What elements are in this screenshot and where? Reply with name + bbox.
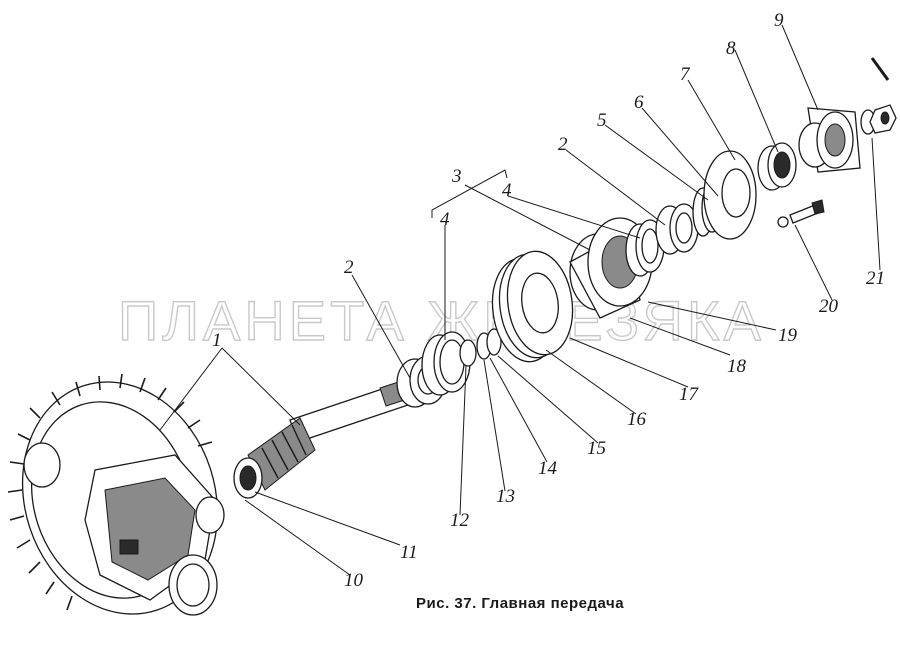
- bracket-3: [431, 169, 508, 218]
- differential-assembly: [7, 373, 225, 616]
- nut-21: [860, 57, 897, 135]
- label-5: 5: [597, 110, 607, 131]
- label-12: 12: [450, 510, 470, 531]
- label-2-lower: 2: [344, 257, 354, 278]
- label-4-upper: 4: [502, 180, 512, 201]
- label-17: 17: [679, 384, 700, 405]
- leader-lines: [159, 24, 881, 576]
- label-20: 20: [819, 296, 839, 317]
- label-1: 1: [212, 330, 222, 351]
- label-16: 16: [627, 409, 647, 430]
- label-14: 14: [538, 458, 558, 479]
- label-9: 9: [774, 10, 784, 31]
- label-6: 6: [634, 92, 644, 113]
- label-11: 11: [400, 542, 418, 563]
- shims: [491, 250, 574, 363]
- bolt-20: [777, 199, 825, 228]
- label-7: 7: [680, 64, 691, 85]
- companion-flange-9: [798, 107, 861, 173]
- seal-8: [757, 142, 797, 191]
- label-4-lower: 4: [440, 209, 450, 230]
- figure-caption: Рис. 37. Главная передача: [416, 595, 624, 612]
- bearing-upper: [655, 203, 699, 255]
- flange-7: [703, 150, 757, 240]
- label-2-upper: 2: [558, 134, 568, 155]
- label-21: 21: [866, 268, 885, 289]
- part-labels: 1 2 2 3 4 4 5 6 7 8 9 10 11 12 13 14 15 …: [212, 10, 885, 591]
- label-19: 19: [778, 325, 798, 346]
- label-3: 3: [451, 166, 462, 187]
- label-8: 8: [726, 38, 736, 59]
- label-15: 15: [587, 438, 606, 459]
- spacer-rings: [459, 328, 502, 367]
- pinion-shaft: [233, 374, 427, 499]
- label-18: 18: [727, 356, 747, 377]
- label-10: 10: [344, 570, 364, 591]
- label-13: 13: [496, 486, 515, 507]
